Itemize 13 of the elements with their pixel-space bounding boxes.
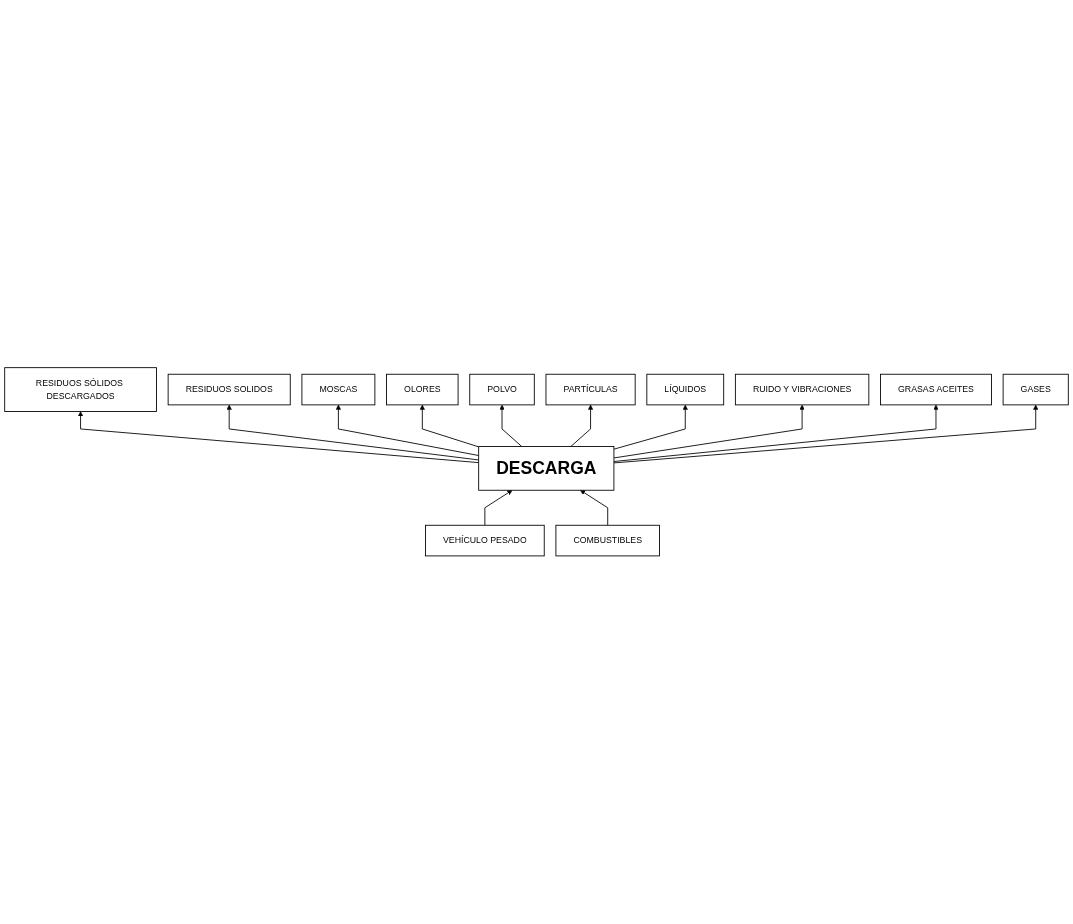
node-box: GASES [1002,374,1069,406]
node-box: MOSCAS [301,374,376,406]
node-box: PARTÍCULAS [545,374,636,406]
node-box: VEHÍCULO PESADO [425,525,545,557]
node-box: LÍQUIDOS [646,374,725,406]
node-box: DESCARGA [478,446,615,491]
node-box: GRASAS ACEITES [880,374,992,406]
node-box: OLORES [386,374,459,406]
node-box: RESIDUOS SOLIDOS [167,374,291,406]
node-box: RUIDO Y VIBRACIONES [734,374,870,406]
node-box: POLVO [469,374,535,406]
node-box: COMBUSTIBLES [555,525,660,557]
node-box: RESIDUOS SÓLIDOS DESCARGADOS [4,367,157,413]
